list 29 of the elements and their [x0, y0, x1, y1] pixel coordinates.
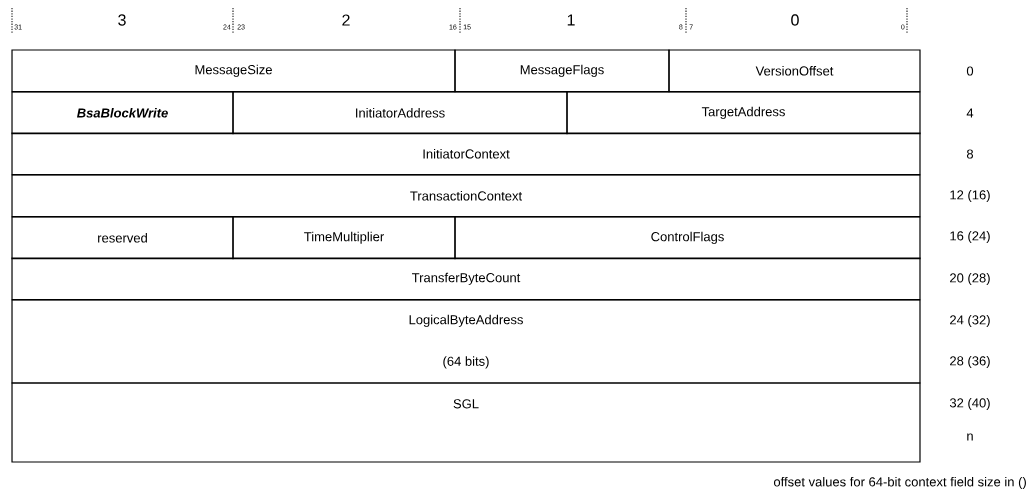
offset-label: n [967, 433, 973, 441]
footnote: offset values for 64-bit context field size in () [773, 476, 1026, 490]
field-cell: TransactionContext [11, 174, 921, 218]
offset-label: 16 (24) [950, 230, 990, 244]
offset-label: 4 [966, 108, 974, 118]
field-cell: InitiatorAddress [232, 91, 568, 135]
offset-label: 0 [966, 66, 974, 76]
field-cell: TransferByteCount [11, 257, 921, 301]
field-cell: SGL [11, 382, 921, 463]
offset-label: 12 (16) [950, 189, 990, 203]
field-cell: MessageFlags [454, 49, 670, 93]
byte-number: 3 [118, 14, 126, 26]
field-cell: TargetAddress [566, 91, 921, 135]
byte-number: 1 [567, 14, 575, 26]
field-cell: InitiatorContext [11, 132, 921, 176]
offset-label: 8 [966, 149, 974, 159]
field-cell: BsaBlockWrite [11, 91, 234, 135]
field-cell: ControlFlags [454, 216, 921, 260]
offset-label: 32 (40) [949, 397, 990, 411]
field-cell: MessageSize [11, 49, 456, 93]
offset-label: 28 (36) [950, 355, 990, 369]
byte-number: 0 [791, 14, 799, 26]
field-cell: LogicalByteAddress (64 bits) [11, 299, 921, 384]
field-cell: reserved [11, 216, 234, 260]
byte-number: 2 [342, 14, 350, 26]
offset-label: 20 (28) [950, 272, 990, 286]
field-cell: VersionOffset [668, 49, 921, 93]
offset-label: 24 (32) [950, 314, 990, 328]
field-cell: TimeMultiplier [232, 216, 456, 260]
